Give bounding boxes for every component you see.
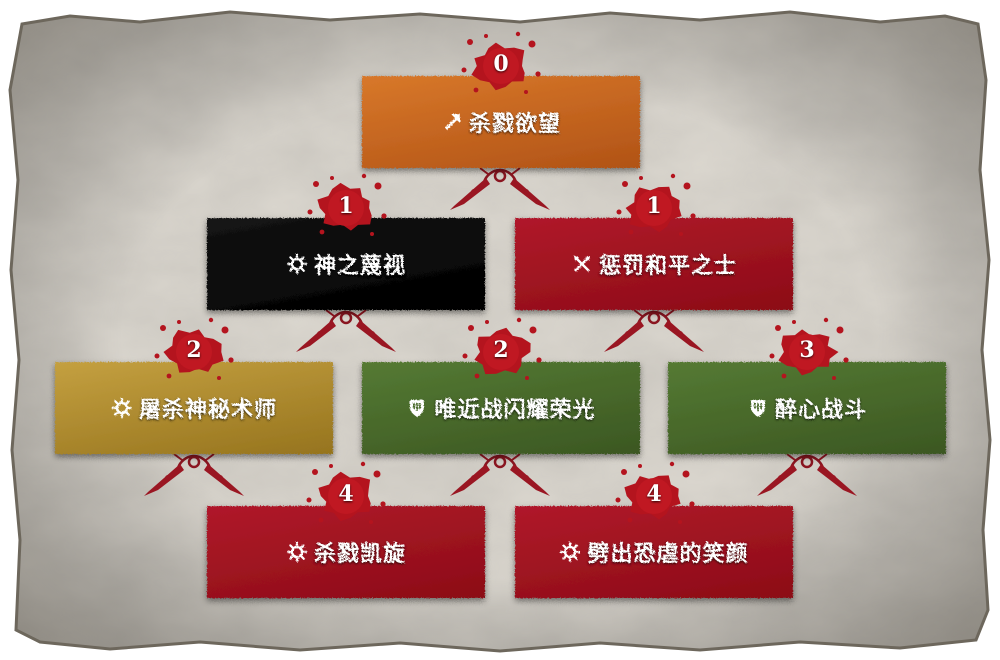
sun-icon [111,397,133,419]
talent-node-n3[interactable]: 屠杀神秘术师 [55,362,333,454]
talent-label: 劈出恐虐的笑颜 [587,542,749,567]
talent-node-n6[interactable]: 杀戮凯旋 [207,506,485,598]
talent-label: 惩罚和平之士 [598,254,737,279]
talent-label: 神之蔑视 [313,254,406,279]
crossed-weapons-icon [571,253,593,275]
talent-node-n7[interactable]: 劈出恐虐的笑颜 [515,506,793,598]
talent-node-n1[interactable]: 神之蔑视 [207,218,485,310]
talent-label: 杀戮凯旋 [313,542,406,567]
talent-label: 屠杀神秘术师 [138,398,277,423]
shield-icon [406,397,428,419]
talent-label: 唯近战闪耀荣光 [434,398,596,423]
talent-node-n0[interactable]: 杀戮欲望 [362,76,640,168]
sun-icon [559,541,581,563]
sun-icon [286,253,308,275]
talent-label: 醉心战斗 [774,398,867,423]
talent-label: 杀戮欲望 [468,112,561,137]
sun-icon [286,541,308,563]
shield-icon [747,397,769,419]
arrow-icon [441,111,463,133]
talent-node-n4[interactable]: 唯近战闪耀荣光 [362,362,640,454]
talent-node-n2[interactable]: 惩罚和平之士 [515,218,793,310]
talent-node-n5[interactable]: 醉心战斗 [668,362,946,454]
